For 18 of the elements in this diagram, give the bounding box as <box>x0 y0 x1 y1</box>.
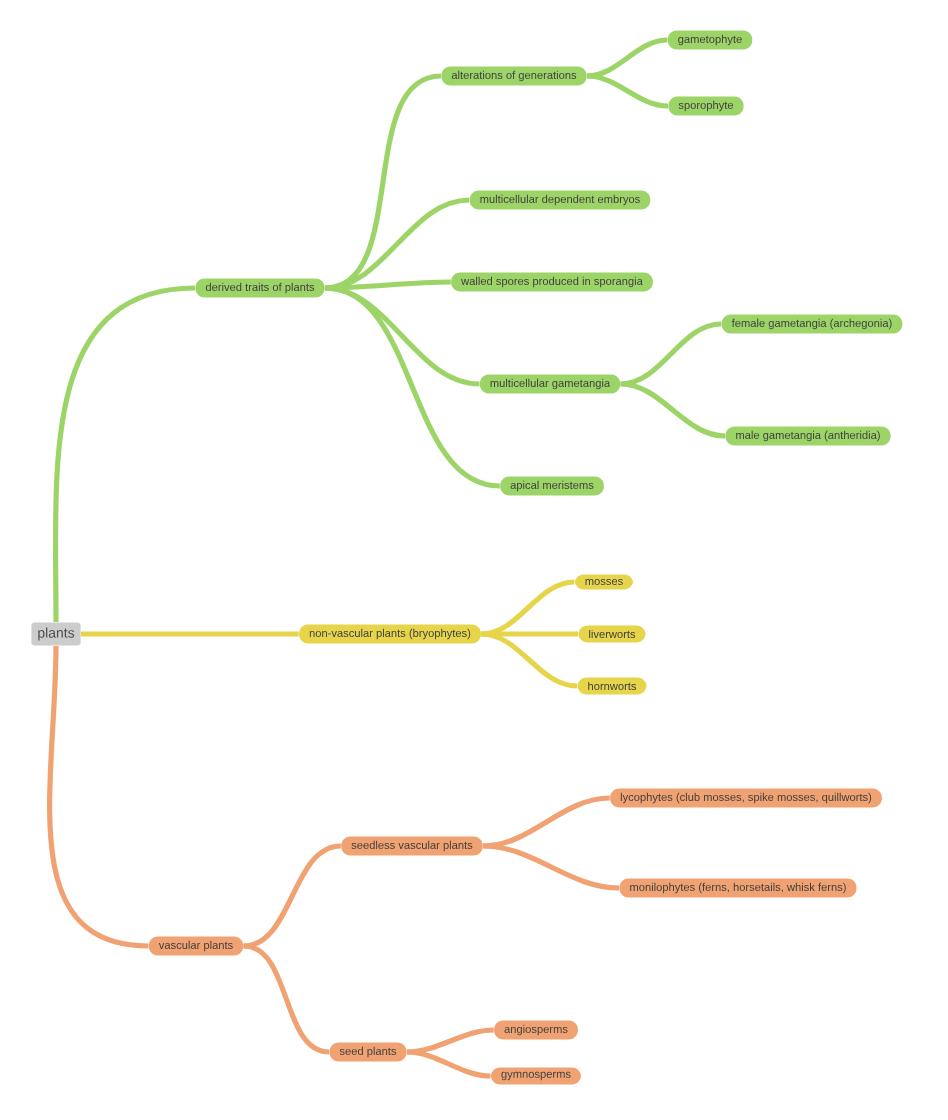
branch-line <box>52 285 196 623</box>
branch-line <box>620 321 722 387</box>
branch-line <box>406 1027 494 1055</box>
branch-line <box>324 285 480 387</box>
branch-line <box>586 73 669 109</box>
branch-line <box>586 37 668 79</box>
branch-line <box>482 795 610 849</box>
branch-line <box>481 631 579 637</box>
branch-line <box>406 1049 491 1079</box>
branch-line <box>243 843 342 949</box>
branch-line <box>483 843 620 891</box>
branch-line <box>481 631 578 689</box>
branch-line <box>47 645 149 949</box>
branch-line <box>324 285 501 489</box>
branch-line <box>243 943 330 1055</box>
branch-line <box>324 279 451 291</box>
branch-line <box>620 381 726 439</box>
branch-line <box>81 631 299 637</box>
